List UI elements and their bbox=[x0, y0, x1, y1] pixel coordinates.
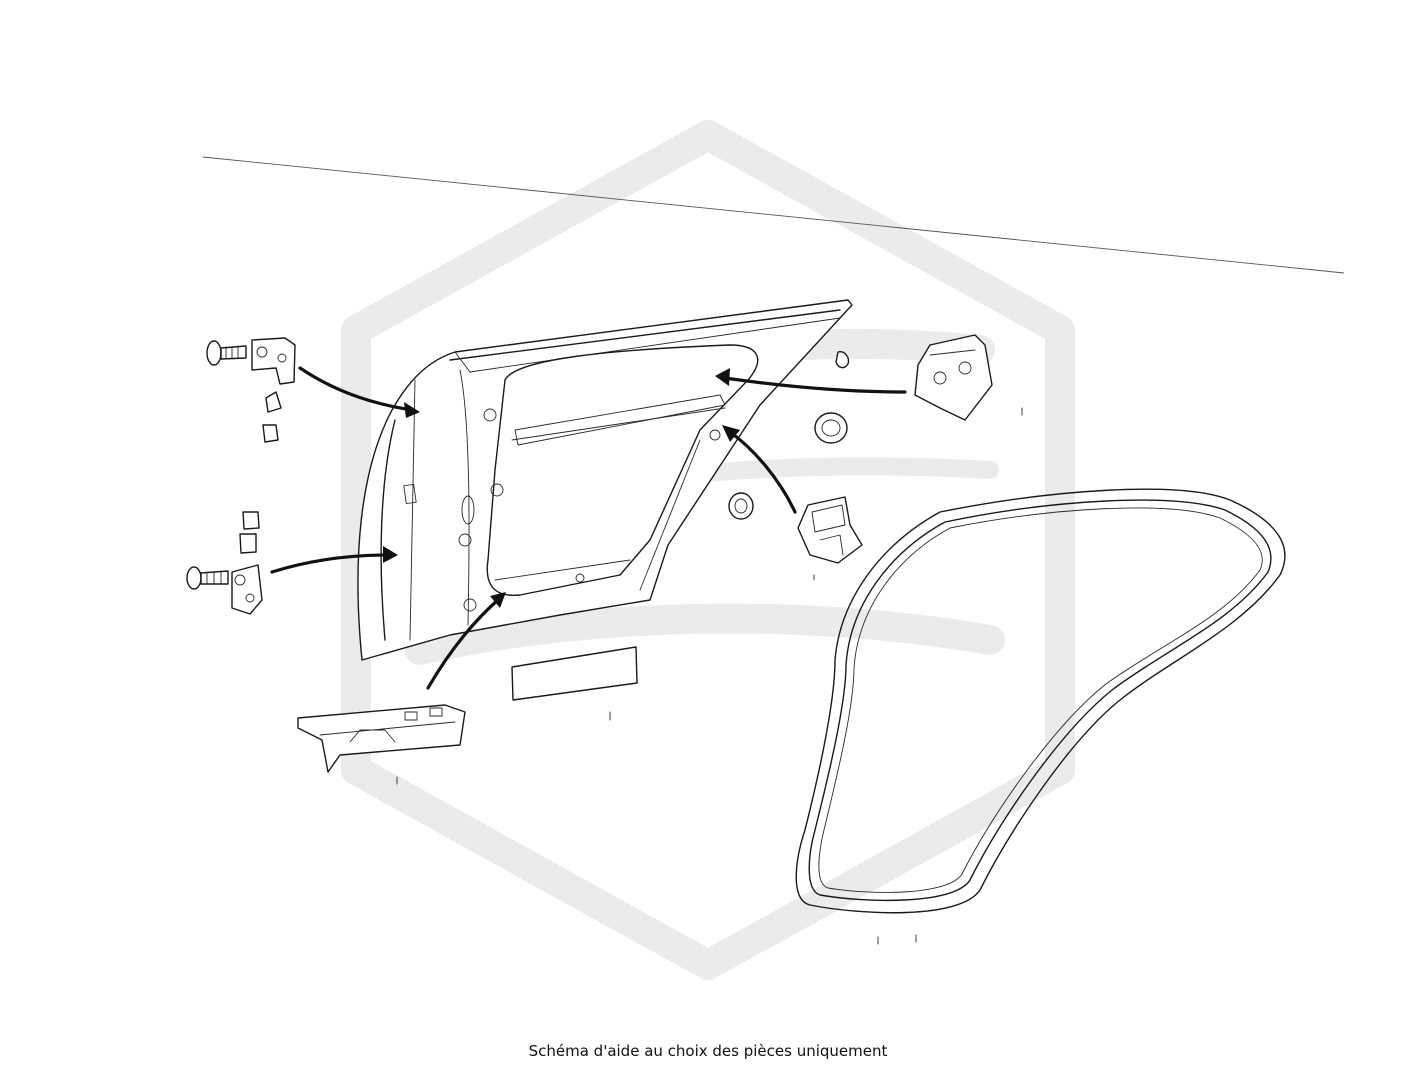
arrows bbox=[270, 366, 907, 690]
door-check-strap[interactable] bbox=[797, 496, 863, 581]
grommet-upper bbox=[814, 351, 850, 444]
grommet-lower bbox=[728, 492, 754, 520]
diagram-caption: Schéma d'aide au choix des pièces unique… bbox=[528, 1042, 888, 1060]
reference-line bbox=[202, 156, 1345, 274]
lower-hinge[interactable] bbox=[186, 511, 263, 615]
door-lock[interactable] bbox=[297, 704, 466, 785]
door-sticker-panel bbox=[511, 646, 638, 721]
door-shell[interactable] bbox=[357, 299, 853, 661]
outer-handle-bracket[interactable] bbox=[914, 334, 1023, 421]
upper-hinge[interactable] bbox=[206, 337, 296, 443]
door-seal[interactable] bbox=[795, 488, 1286, 945]
